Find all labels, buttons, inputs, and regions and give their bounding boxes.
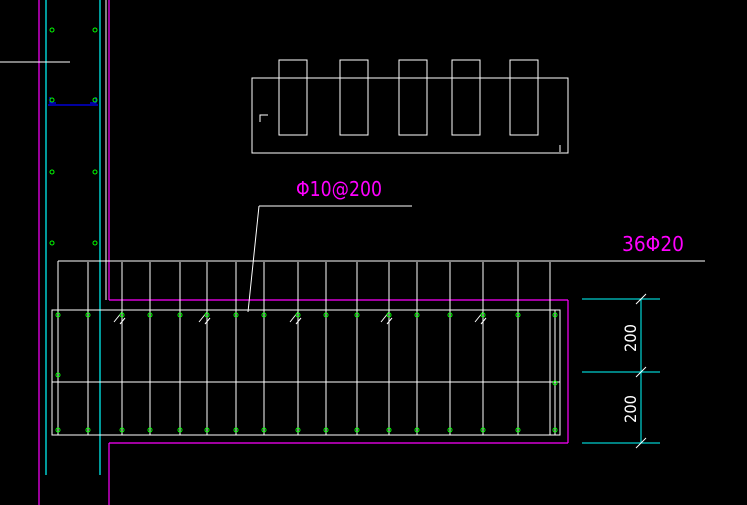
stirrup-leader	[247, 205, 412, 313]
slab-rebar-dot	[85, 427, 91, 433]
slab-rebar-dot	[386, 427, 392, 433]
slab-rebar-dot	[447, 312, 453, 318]
wall-rebar-dots	[49, 27, 98, 246]
slab-rebar-dot	[204, 427, 210, 433]
slab-outline	[51, 261, 561, 436]
dimension-ticks	[635, 293, 647, 449]
wall-rebar-cyan	[45, 0, 101, 475]
slab-vertical-rebars	[87, 262, 551, 435]
slab-rebar-dot	[295, 427, 301, 433]
slab-rebar-dot	[119, 427, 125, 433]
slab-rebar-dot	[386, 312, 392, 318]
section-detail	[251, 59, 569, 154]
slab-rebar-dot	[261, 427, 267, 433]
slab-rebar-dot	[414, 312, 420, 318]
main-rebar-spec-label: 36Φ20	[622, 232, 684, 256]
slab-rebar-dot	[147, 427, 153, 433]
slab-rebar-dot	[55, 312, 61, 318]
slab-rebar-dot	[480, 427, 486, 433]
slab-rebar-dot	[414, 427, 420, 433]
slab-rebar-dot	[354, 427, 360, 433]
wall-outline-magenta	[38, 0, 569, 505]
slab-rebar-dot	[480, 312, 486, 318]
slab-rebar-dot	[323, 427, 329, 433]
slab-rebar-dot	[177, 427, 183, 433]
slab-rebar-dot	[295, 312, 301, 318]
slab-rebar-dot	[233, 312, 239, 318]
slab-rebar-dot	[55, 372, 61, 378]
slab-rebar-dot	[261, 312, 267, 318]
slab-rebar-dot	[119, 312, 125, 318]
slab-rebar-dot	[323, 312, 329, 318]
slab-rebar-dots	[55, 312, 558, 433]
wall-white-lines	[0, 0, 107, 300]
slab-rebar-dot	[354, 312, 360, 318]
slab-rebar-dot	[515, 312, 521, 318]
slab-rebar-dot	[233, 427, 239, 433]
slab-rebar-dot	[552, 312, 558, 318]
dimension-lines	[582, 298, 660, 444]
slab-rebar-dot	[552, 427, 558, 433]
dimension-label-lower: 200	[621, 395, 640, 423]
wall-tie-blue	[48, 97, 98, 106]
slab-rebar-dot	[177, 312, 183, 318]
slab-rebar-dot	[147, 312, 153, 318]
slab-rebar-dot	[204, 312, 210, 318]
dimension-label-upper: 200	[621, 324, 640, 352]
slab-rebar-dot	[447, 427, 453, 433]
slab-rebar-dot	[85, 312, 91, 318]
stirrup-spec-label: Φ10@200	[296, 177, 382, 201]
slab-rebar-dot	[55, 427, 61, 433]
slab-rebar-dot	[515, 427, 521, 433]
slab-rebar-dot	[552, 380, 558, 386]
